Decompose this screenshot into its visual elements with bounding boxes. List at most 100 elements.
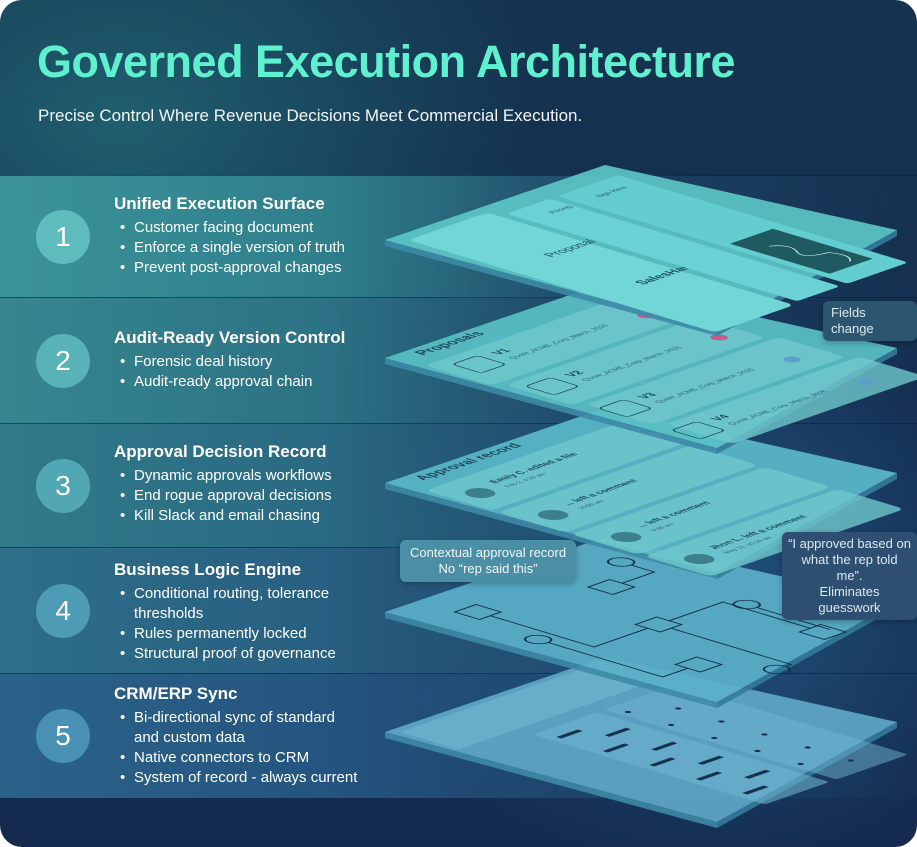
approval-time: 9:00 am [649, 523, 677, 532]
section-number-badge: 5 [36, 709, 90, 763]
callout-fields-change: Fields change [823, 301, 917, 341]
chart-bar [695, 771, 723, 781]
pricing-label: Pricing [546, 205, 575, 215]
chart-bar [744, 769, 771, 779]
table-dot [761, 733, 768, 736]
section-text: Business Logic EngineConditional routing… [110, 560, 364, 664]
section-bullet: Enforce a single version of truth [120, 238, 404, 258]
page-title: Governed Execution Architecture [37, 36, 736, 87]
document-icon [526, 377, 578, 395]
crm-sidebar [402, 662, 658, 749]
flow-connector [489, 564, 831, 678]
callout-text: No “rep said this” [438, 561, 538, 576]
table-dot [710, 736, 718, 740]
section-bullet: Conditional routing, tolerance threshold… [120, 584, 364, 624]
section-bullet: End rogue approval decisions [120, 486, 404, 506]
plate-edge [385, 358, 717, 454]
section-bullet: Customer facing document [120, 218, 404, 238]
section-title: Unified Execution Surface [114, 194, 325, 213]
version-row [509, 318, 762, 404]
pricing-section [508, 199, 838, 301]
flow-node-circle [606, 557, 636, 567]
signature-box [729, 228, 873, 274]
section-bullet: Rules permanently locked [120, 624, 364, 644]
section-bullets: Dynamic approvals workflowsEnd rogue app… [110, 466, 404, 526]
section-text: CRM/ERP SyncBi-directional sync of stand… [110, 684, 364, 788]
flow-node-circle [523, 634, 553, 645]
plate-edge [717, 602, 897, 708]
section-number-badge: 1 [36, 210, 90, 264]
section-bullet: Native connectors to CRM [120, 748, 364, 768]
table-dot [667, 723, 675, 727]
page-subtitle: Precise Control Where Revenue Decisions … [38, 106, 583, 125]
table-dot [804, 746, 811, 749]
document-icon [599, 399, 651, 417]
approval-time: 10:00 am [576, 500, 607, 510]
version-status-dot [783, 356, 801, 363]
section-bullet: Kill Slack and email chasing [120, 506, 404, 526]
plate-content [402, 662, 907, 804]
chart-bar [697, 755, 725, 765]
approval-row [502, 446, 755, 532]
callout-text: Eliminates guesswork [818, 584, 881, 615]
doc-header-panel [411, 213, 791, 332]
document-icon [672, 421, 724, 439]
table-dot [754, 749, 761, 753]
section-bullets: Bi-directional sync of standard and cust… [110, 708, 364, 788]
chart-bar [649, 757, 676, 767]
section-title: Approval Decision Record [114, 442, 327, 461]
section-title: CRM/ERP Sync [114, 684, 238, 703]
flow-node-box [586, 579, 637, 595]
avatar-icon [464, 488, 496, 498]
version-label: V2 [563, 370, 587, 378]
layer-crm-sync [385, 657, 907, 828]
version-status-dot [856, 378, 874, 385]
callout-contextual: Contextual approval record No “rep said … [400, 540, 577, 582]
approval-row [575, 468, 828, 554]
document-icon [453, 355, 505, 373]
chart-bar [556, 729, 583, 739]
section-bullet: Audit-ready approval chain [120, 372, 404, 392]
section-text: Unified Execution SurfaceCustomer facing… [110, 194, 404, 278]
section-text: Audit-Ready Version ControlForensic deal… [110, 328, 404, 392]
section-number-badge: 3 [36, 459, 90, 513]
plate-edge [385, 483, 717, 579]
section-bullet: Forensic deal history [120, 352, 404, 372]
callout-text: Contextual approval record [410, 545, 567, 560]
plate-edge [385, 612, 717, 708]
chart-bar [742, 785, 769, 795]
avatar-icon [537, 510, 569, 520]
section-bullets: Customer facing documentEnforce a single… [110, 218, 404, 278]
section-bullet: Bi-directional sync of standard and cust… [120, 708, 364, 748]
approval-row [428, 424, 682, 510]
table-dot [718, 720, 725, 723]
section-bullet: System of record - always current [120, 768, 364, 788]
plate-edge [385, 240, 717, 336]
table-dot [624, 710, 632, 714]
section-bullet: Dynamic approvals workflows [120, 466, 404, 486]
callout-text: Fields change [831, 305, 874, 336]
section-number-badge: 4 [36, 584, 90, 638]
table-dot [797, 762, 804, 766]
version-label: V1 [490, 348, 515, 356]
approval-row [648, 490, 901, 576]
section-bullets: Conditional routing, tolerance threshold… [110, 584, 364, 664]
callout-quote: “I approved based on what the rep told m… [782, 532, 917, 620]
plate-content [453, 557, 848, 678]
section-title: Audit-Ready Version Control [114, 328, 346, 347]
version-label: V4 [709, 414, 734, 422]
table-dot [674, 707, 682, 710]
version-status-dot [710, 334, 728, 341]
flow-node-circle [762, 664, 792, 675]
version-row [428, 299, 682, 385]
version-label: V3 [636, 392, 660, 400]
version-row [589, 338, 843, 424]
chart-bar [651, 741, 678, 751]
